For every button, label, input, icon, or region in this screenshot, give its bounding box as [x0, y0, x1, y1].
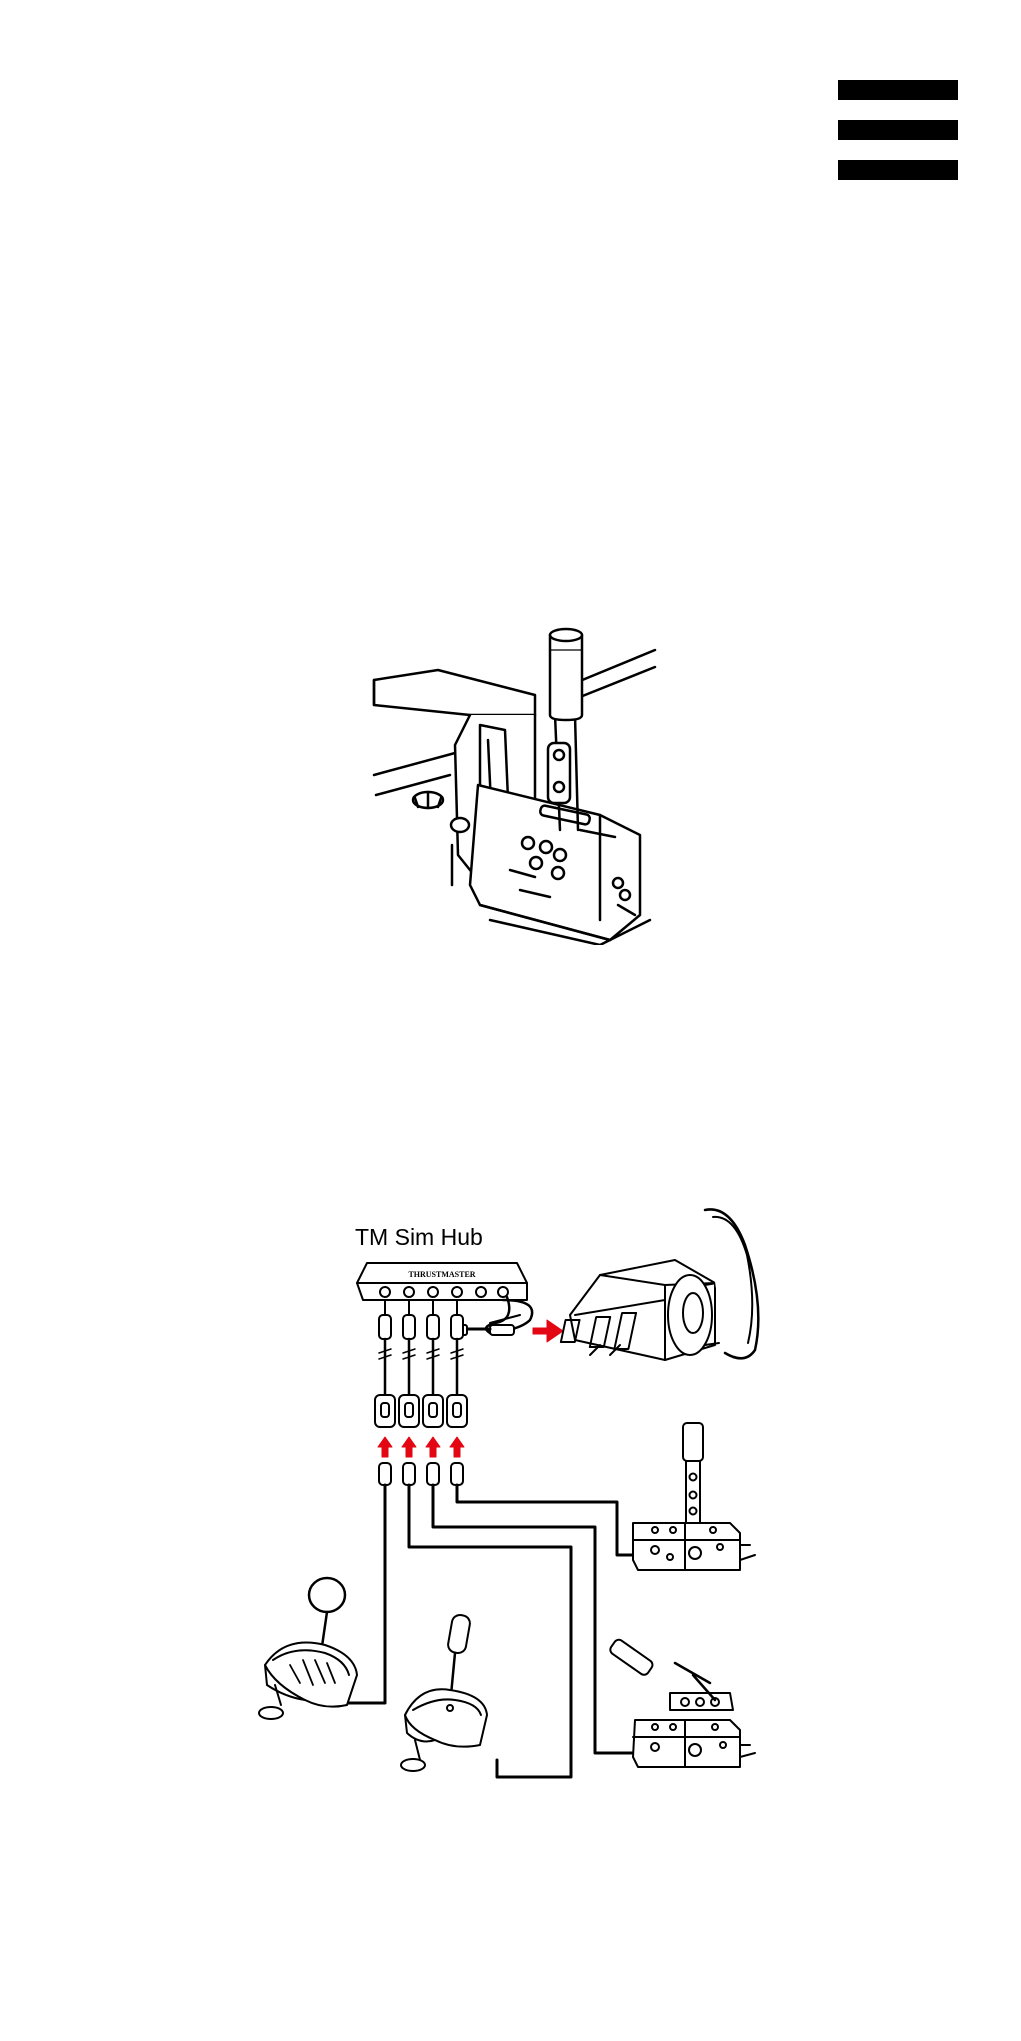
sim-hub-device: THRUSTMASTER — [357, 1263, 527, 1300]
hamburger-menu-icon[interactable] — [838, 80, 958, 180]
menu-bar — [838, 160, 958, 180]
handbrake-device — [608, 1638, 755, 1767]
sim-hub-connection-diagram: THRUSTMASTER — [245, 1205, 775, 1785]
sequential-knob-shifter-device — [401, 1614, 487, 1771]
shifter-clamp-illustration — [360, 615, 660, 945]
sequential-shifter-device — [633, 1423, 755, 1570]
menu-bar — [838, 80, 958, 100]
hub-cables — [375, 1300, 467, 1427]
svg-text:THRUSTMASTER: THRUSTMASTER — [408, 1270, 475, 1279]
wheel-base-device — [561, 1209, 758, 1360]
menu-bar — [838, 120, 958, 140]
h-shifter-device — [259, 1578, 357, 1719]
